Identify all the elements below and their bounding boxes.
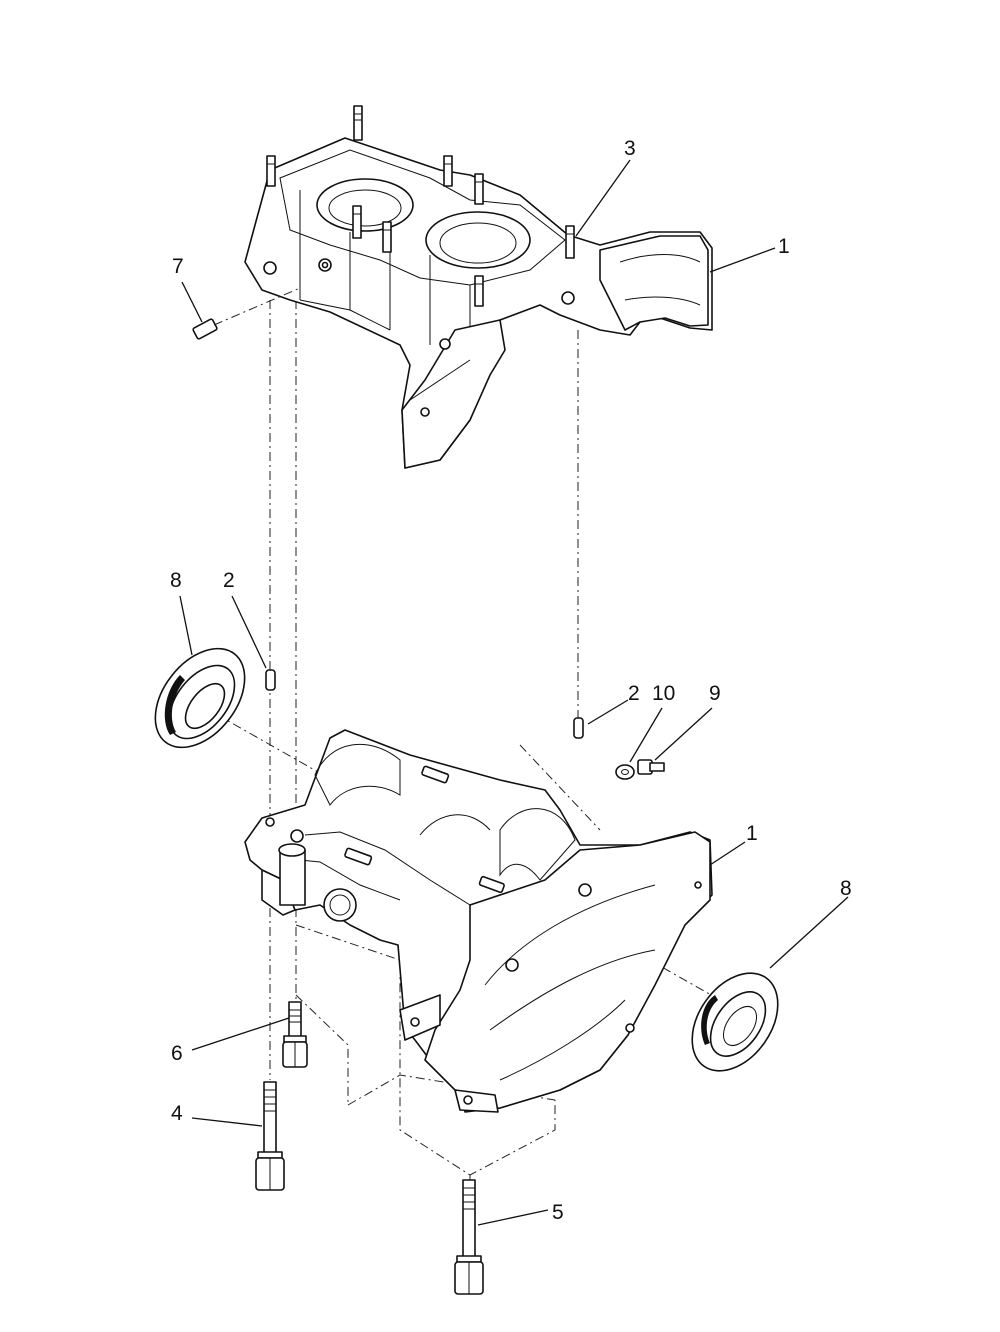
stud <box>352 205 362 239</box>
callout-upper-crankcase: 1 <box>778 235 790 258</box>
stud <box>266 155 276 187</box>
stud <box>474 173 484 205</box>
stud-set <box>266 105 575 307</box>
short-bolt <box>282 1001 308 1068</box>
oil-seal-right <box>691 972 779 1072</box>
stud <box>353 105 363 141</box>
rear-bolt <box>454 1179 484 1295</box>
dowel-pin-right <box>573 717 584 739</box>
dowel-pin-left <box>265 669 276 691</box>
callout-labels: 1 3 7 8 2 2 10 9 1 8 6 4 5 <box>170 137 852 1224</box>
long-bolt <box>255 1081 285 1191</box>
oil-seal-left <box>154 647 246 749</box>
callout-lower-crankcase: 1 <box>746 822 758 845</box>
callout-screw: 9 <box>709 682 721 705</box>
callout-dowel-right: 2 <box>628 682 640 705</box>
callout-seal-left: 8 <box>170 569 182 592</box>
callout-rear-bolt: 5 <box>552 1201 564 1224</box>
stud <box>382 221 392 253</box>
stud <box>443 155 453 187</box>
washer <box>615 764 635 780</box>
screw <box>637 759 665 775</box>
callout-plug: 7 <box>172 255 184 278</box>
callout-dowel-left: 2 <box>223 569 235 592</box>
stud <box>565 225 575 259</box>
leader-lines <box>179 159 849 1226</box>
callout-seal-right: 8 <box>840 877 852 900</box>
stud <box>474 275 484 307</box>
callout-long-bolt: 4 <box>171 1102 183 1125</box>
callout-washer: 10 <box>652 682 675 705</box>
lower-crankcase <box>244 729 713 1113</box>
callout-short-bolt: 6 <box>171 1042 183 1065</box>
callout-stud: 3 <box>624 137 636 160</box>
plug <box>192 287 301 340</box>
